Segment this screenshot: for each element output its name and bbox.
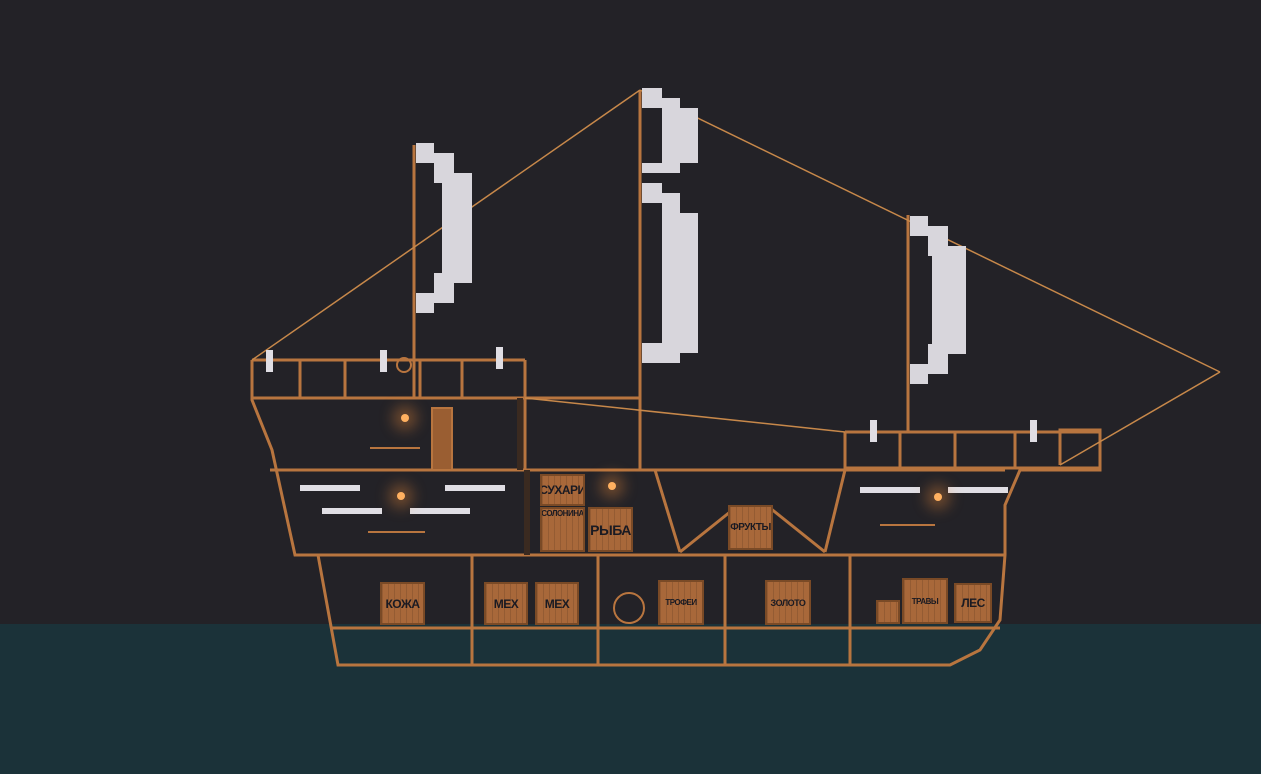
crate[interactable]: РЫБА <box>588 507 633 552</box>
crate[interactable]: ЛЕС <box>954 583 992 623</box>
crate[interactable]: СОЛОНИНА <box>540 507 585 552</box>
sea-water <box>0 624 1261 774</box>
crate[interactable]: ЗОЛОТО <box>765 580 811 625</box>
crate[interactable]: МЕХ <box>484 582 528 625</box>
sail-mizzen <box>910 216 966 384</box>
sail-main-upper <box>642 88 698 173</box>
ship-hull <box>250 358 1102 667</box>
lantern <box>397 492 405 500</box>
crate-small[interactable] <box>876 600 900 624</box>
masts <box>412 90 910 470</box>
rigging-ropes <box>251 89 1221 466</box>
sails <box>416 88 966 384</box>
crate[interactable]: МЕХ <box>535 582 579 625</box>
crate[interactable]: ТРОФЕИ <box>658 580 704 625</box>
furniture <box>368 357 935 624</box>
crew-figures[interactable] <box>266 347 1037 514</box>
sail-main-lower <box>642 183 698 363</box>
wheel <box>613 592 645 624</box>
sail-fore <box>416 143 472 313</box>
lantern <box>934 493 942 501</box>
crate[interactable]: ФРУКТЫ <box>728 505 773 550</box>
lantern <box>608 482 616 490</box>
helm-wheel <box>396 357 412 373</box>
crate[interactable]: КОЖА <box>380 582 425 625</box>
lantern <box>401 414 409 422</box>
crate[interactable]: ТРАВЫ <box>902 578 948 624</box>
crate[interactable]: СУХАРИ <box>540 474 585 506</box>
